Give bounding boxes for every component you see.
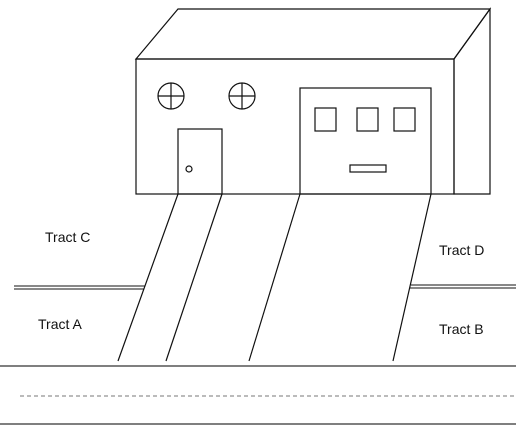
building-roof	[134, 8, 492, 60]
boundary-line-right	[410, 284, 516, 289]
tract-d-label: Tract D	[439, 242, 485, 258]
walkway-right-edge	[165, 193, 223, 362]
driveway-left-edge	[248, 193, 301, 362]
boundary-line-left	[14, 285, 145, 290]
tract-b-label: Tract B	[439, 321, 484, 337]
tract-c-label: Tract C	[45, 229, 91, 245]
tract-a-label: Tract A	[38, 316, 82, 332]
driveway-right-edge	[392, 193, 432, 362]
walkway-left-edge	[117, 193, 179, 362]
garage-handle	[349, 164, 387, 173]
garage-window-2	[356, 107, 379, 132]
round-window-right	[228, 82, 256, 110]
building-side-wall	[453, 7, 491, 195]
garage-window-3	[393, 107, 416, 132]
garage-door	[299, 87, 432, 195]
door-knob	[185, 165, 193, 173]
garage-window-1	[314, 107, 337, 132]
front-door	[177, 128, 223, 195]
building-front-wall	[135, 58, 455, 195]
round-window-left	[157, 82, 185, 110]
